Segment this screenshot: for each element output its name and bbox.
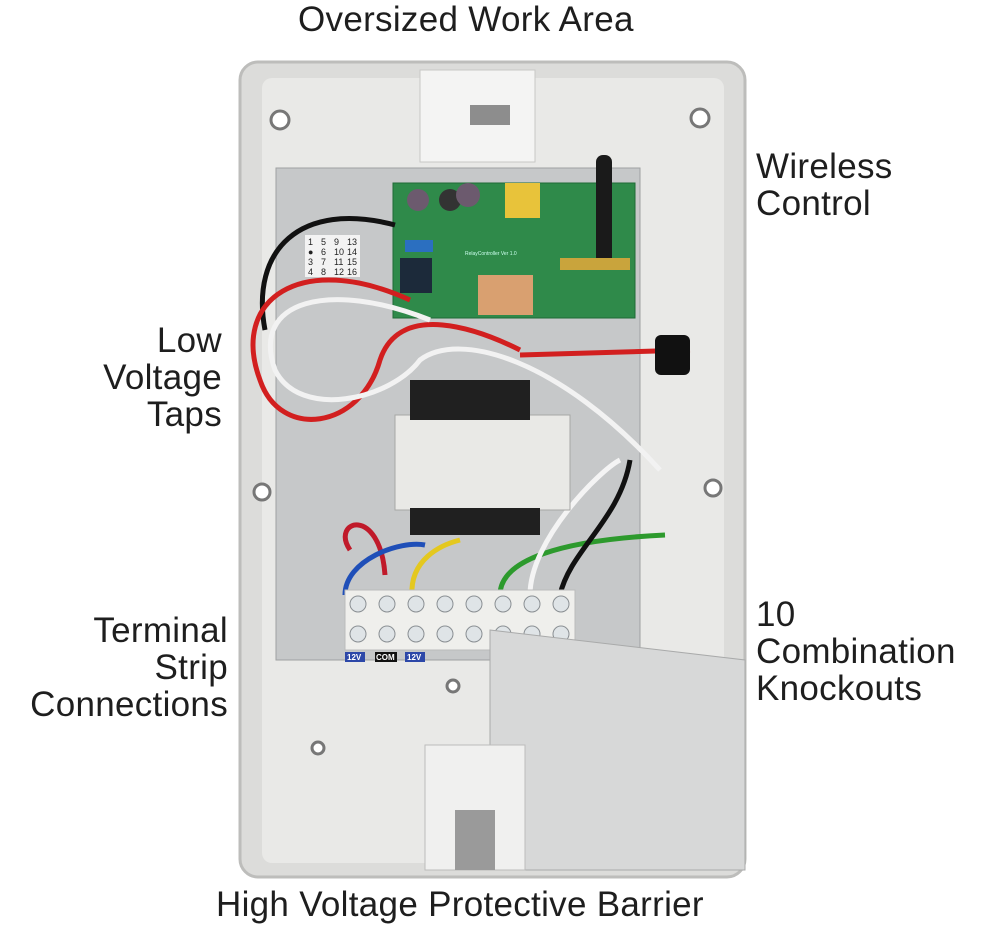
antenna <box>596 155 612 265</box>
dip-grid-cell: 6 <box>321 247 326 257</box>
label-line: Voltage <box>103 358 222 397</box>
terminal-screw <box>378 595 396 613</box>
label-line: Knockouts <box>756 669 923 708</box>
dip-grid-cell: 1 <box>308 237 313 247</box>
terminal-screw <box>465 625 483 643</box>
dip-grid-cell: 8 <box>321 267 326 277</box>
terminal-label-12v-2: 12V <box>407 653 422 662</box>
high-voltage-barrier <box>489 629 746 871</box>
terminal-screw <box>552 595 570 613</box>
terminal-screw <box>436 595 454 613</box>
label-line: Connections <box>30 685 228 724</box>
terminal-screw <box>349 595 367 613</box>
wires <box>250 216 691 596</box>
terminal-screw <box>349 625 367 643</box>
terminal-screw <box>494 595 512 613</box>
dip-grid-cell: ● <box>308 247 313 257</box>
terminal-screw <box>378 625 396 643</box>
terminal-labels: 12V COM 12V <box>345 652 425 662</box>
label-wireless-control: Wireless Control <box>756 148 893 222</box>
terminal-screw <box>407 625 425 643</box>
dip-grid-cell: 10 <box>334 247 344 257</box>
terminal-screw <box>407 595 425 613</box>
label-line: Strip <box>154 648 228 687</box>
dip-grid-cell: 5 <box>321 237 326 247</box>
label-low-voltage-taps: Low Voltage Taps <box>103 322 222 433</box>
terminal-screw <box>465 595 483 613</box>
label-high-voltage-barrier: High Voltage Protective Barrier <box>216 885 704 924</box>
dip-grid-cell: 4 <box>308 267 313 277</box>
dip-grid-cell: 3 <box>308 257 313 267</box>
dip-grid-cell: 16 <box>347 267 357 277</box>
terminal-label-com: COM <box>376 653 395 662</box>
label-line: Wireless <box>756 147 893 186</box>
dip-grid-cell: 12 <box>334 267 344 277</box>
dip-grid-cell: 15 <box>347 257 357 267</box>
label-oversized-work-area: Oversized Work Area <box>298 0 634 39</box>
dip-grid-cell: 13 <box>347 237 357 247</box>
terminal-screw <box>436 625 454 643</box>
label-line: Control <box>756 184 871 223</box>
screw-holes <box>252 107 723 756</box>
dip-grid-cell: 9 <box>334 237 339 247</box>
pcb-label: RelayController Ver 1.0 <box>465 251 517 257</box>
label-line: Combination <box>756 632 956 671</box>
label-combination-knockouts: 10 Combination Knockouts <box>756 596 956 707</box>
label-line: Terminal <box>93 611 228 650</box>
terminal-label-12v-1: 12V <box>347 653 362 662</box>
label-line: Low <box>156 321 222 360</box>
dip-grid-cell: 11 <box>334 257 343 267</box>
label-line: 10 <box>756 595 796 634</box>
dip-grid-cell: 7 <box>321 257 326 267</box>
dip-grid-cell: 14 <box>347 247 357 257</box>
terminal-screw <box>523 595 541 613</box>
label-terminal-strip-connections: Terminal Strip Connections <box>30 612 228 723</box>
transformer <box>394 414 571 511</box>
label-line: Taps <box>146 395 222 434</box>
